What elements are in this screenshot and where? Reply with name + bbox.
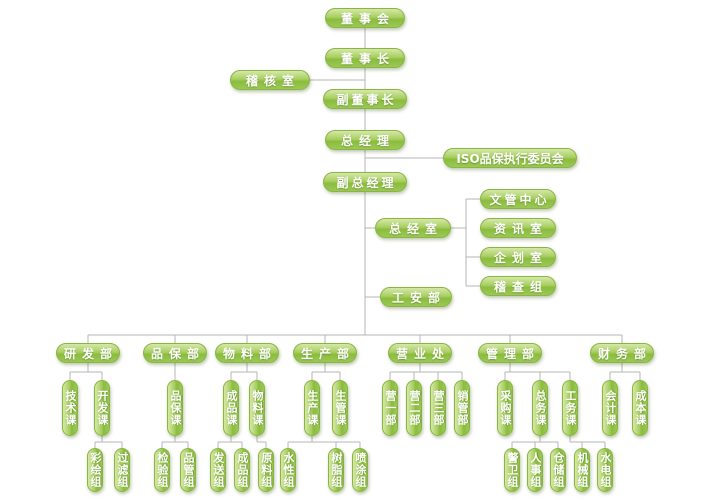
node-dept-sales: 营业处 (388, 343, 452, 363)
node-section-tech: 技术课 (62, 380, 78, 436)
node-team-raw-materials: 原料组 (258, 448, 274, 492)
node-vice-chairman: 副董事长 (323, 89, 407, 109)
node-chairman: 董事长 (325, 48, 405, 68)
node-team-finished-goods: 成品组 (234, 448, 250, 492)
node-audit-team: 稽查组 (480, 276, 556, 296)
node-team-machinery: 机械组 (574, 448, 590, 492)
node-section-sales-1: 营一部 (382, 380, 398, 436)
node-section-sales-admin: 销管部 (454, 380, 470, 436)
node-team-quality-control: 品管组 (180, 448, 196, 492)
node-team-security: 警卫组 (504, 448, 520, 492)
org-connector-path (69, 28, 641, 448)
node-section-finished-goods: 成品课 (223, 380, 239, 436)
node-dept-finance: 财务部 (590, 343, 654, 363)
node-deputy-general-manager: 副总经理 (323, 172, 407, 192)
node-iso-qa-committee: ISO品保执行委员会 (443, 148, 577, 168)
node-doc-control-center: 文管中心 (480, 189, 556, 209)
node-team-spray-coating: 喷涂组 (352, 448, 368, 492)
node-section-dev: 开发课 (94, 380, 110, 436)
node-team-waterborne: 水性组 (280, 448, 296, 492)
node-board-of-directors: 董事会 (325, 8, 405, 28)
node-section-engineering: 工务课 (562, 380, 578, 436)
node-section-materials: 物料课 (249, 380, 265, 436)
node-section-cost: 成本课 (632, 380, 648, 436)
node-section-qa: 品保课 (167, 380, 183, 436)
node-team-filtering: 过滤组 (114, 448, 130, 492)
node-dept-production: 生产部 (293, 343, 357, 363)
node-dept-qa: 品保部 (143, 343, 207, 363)
node-team-inspection: 检验组 (154, 448, 170, 492)
node-it-office: 资讯室 (480, 218, 556, 238)
node-section-sales-2: 营二部 (406, 380, 422, 436)
node-team-resin: 树脂组 (328, 448, 344, 492)
node-planning-office: 企划室 (480, 247, 556, 267)
node-team-warehouse: 仓储组 (550, 448, 566, 492)
node-team-hr: 人事组 (527, 448, 543, 492)
node-audit-office: 稽核室 (230, 70, 310, 90)
node-dept-rd: 研发部 (56, 343, 120, 363)
node-section-accounting: 会计课 (602, 380, 618, 436)
node-team-painting: 彩绘组 (87, 448, 103, 492)
node-general-manager: 总经理 (325, 130, 405, 150)
node-team-utilities: 水电组 (597, 448, 613, 492)
node-section-production: 生产课 (304, 380, 320, 436)
node-section-production-control: 生管课 (332, 380, 348, 436)
node-dept-materials: 物料部 (215, 343, 279, 363)
node-industrial-safety-dept: 工安部 (380, 287, 452, 307)
node-section-purchasing: 采购课 (497, 380, 513, 436)
node-section-general-affairs: 总务课 (532, 380, 548, 436)
node-team-dispatch: 发送组 (210, 448, 226, 492)
node-dept-admin: 管理部 (478, 343, 542, 363)
node-gm-office: 总经室 (375, 218, 451, 238)
node-section-sales-3: 营三部 (430, 380, 446, 436)
